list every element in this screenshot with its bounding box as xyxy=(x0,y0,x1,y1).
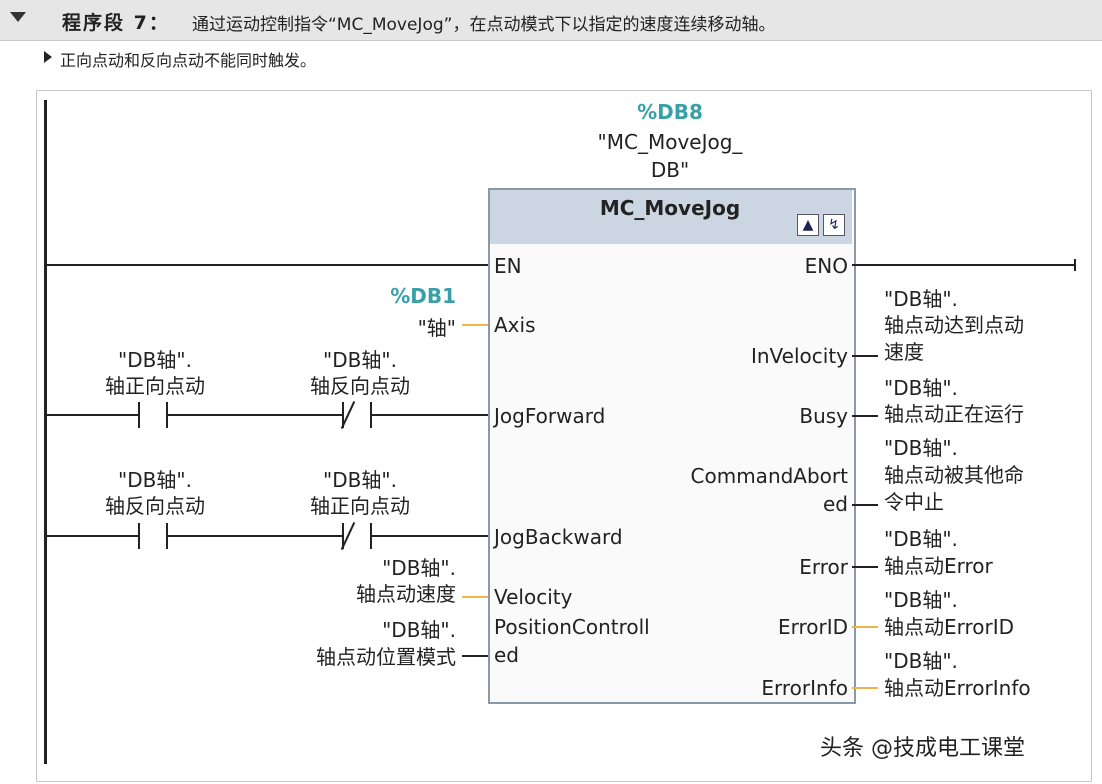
busy-param-line2: 轴点动正在运行 xyxy=(884,402,1024,426)
row2-contact-nc-label-line2: 轴正向点动 xyxy=(310,494,410,518)
instance-db-name-line1: "MC_MoveJog_ xyxy=(597,130,743,154)
eno-wire-end xyxy=(1074,259,1076,271)
posctrl-param-line1: "DB轴". xyxy=(382,618,456,642)
pin-velocity: Velocity xyxy=(494,585,573,609)
pin-eno: ENO xyxy=(804,254,848,278)
errorid-param-line1: "DB轴". xyxy=(884,588,958,612)
invelocity-param-line3: 速度 xyxy=(884,340,924,364)
abort-param-line1: "DB轴". xyxy=(884,436,958,460)
velocity-param-line2: 轴点动速度 xyxy=(356,582,456,606)
pin-busy: Busy xyxy=(799,404,848,428)
network-description: 通过运动控制指令“MC_MoveJog”，在点动模式下以指定的速度连续移动轴。 xyxy=(192,15,776,35)
posctrl-param-line2: 轴点动位置模式 xyxy=(316,645,456,669)
pin-en: EN xyxy=(494,254,522,278)
errorid-wire xyxy=(852,626,878,628)
pin-positioncontrolled-line2: ed xyxy=(494,643,519,667)
stethoscope-icon[interactable]: ↯ xyxy=(823,214,845,236)
pin-commandaborted-line1: CommandAbort xyxy=(690,464,848,488)
pin-axis: Axis xyxy=(494,313,536,337)
row1-wire-b xyxy=(168,414,342,416)
row1-contact-nc-label-line2: 轴反向点动 xyxy=(310,374,410,398)
function-block-header xyxy=(490,190,852,244)
error-wire xyxy=(852,566,878,568)
invelocity-param-line1: "DB轴". xyxy=(884,287,958,311)
row2-wire-a xyxy=(46,535,138,537)
errorinfo-param-line1: "DB轴". xyxy=(884,649,958,673)
invelocity-param-line2: 轴点动达到点动 xyxy=(884,313,1024,337)
pin-jogforward: JogForward xyxy=(494,404,606,428)
error-param-line1: "DB轴". xyxy=(884,527,958,551)
pin-error: Error xyxy=(799,555,848,579)
power-rail xyxy=(44,100,47,764)
row2-contact-no-label-line2: 轴反向点动 xyxy=(105,494,205,518)
pin-commandaborted-line2: ed xyxy=(823,492,848,516)
posctrl-wire xyxy=(462,655,488,657)
pin-errorid: ErrorID xyxy=(777,615,848,639)
row2-no-contact[interactable] xyxy=(138,523,168,549)
instance-db-address: %DB8 xyxy=(637,100,703,124)
expand-comment-icon[interactable] xyxy=(44,51,52,63)
pin-errorinfo: ErrorInfo xyxy=(761,676,848,700)
abort-param-line3: 令中止 xyxy=(884,490,944,514)
error-param-line2: 轴点动Error xyxy=(884,554,993,578)
pin-positioncontrolled-line1: PositionControll xyxy=(494,615,650,639)
commandaborted-wire xyxy=(852,504,878,506)
row2-contact-no-label-line1: "DB轴". xyxy=(118,468,192,492)
function-block[interactable] xyxy=(488,188,856,704)
network-header xyxy=(0,0,1102,41)
network-title: 程序段 7： xyxy=(62,12,170,34)
row1-contact-no-label-line2: 轴正向点动 xyxy=(105,374,205,398)
pin-jogbackward: JogBackward xyxy=(494,525,623,549)
lock-icon[interactable]: ▲ xyxy=(797,214,819,236)
row1-wire-c xyxy=(372,414,488,416)
watermark: 头条 @技成电工课堂 xyxy=(820,736,1025,761)
axis-db-name: "轴" xyxy=(417,316,456,340)
axis-wire xyxy=(462,324,488,326)
abort-param-line2: 轴点动被其他命 xyxy=(884,463,1024,487)
row1-contact-no-label-line1: "DB轴". xyxy=(118,348,192,372)
row2-contact-nc-label-line1: "DB轴". xyxy=(323,468,397,492)
velocity-param-line1: "DB轴". xyxy=(382,556,456,580)
row2-wire-b xyxy=(168,535,342,537)
row2-wire-c xyxy=(372,535,488,537)
collapse-triangle-icon[interactable] xyxy=(10,12,26,22)
axis-db-address: %DB1 xyxy=(390,284,456,308)
row1-wire-a xyxy=(46,414,138,416)
eno-wire xyxy=(852,264,1076,266)
busy-param-line1: "DB轴". xyxy=(884,376,958,400)
function-block-name: MC_MoveJog xyxy=(599,196,741,220)
velocity-wire xyxy=(462,596,488,598)
pin-invelocity: InVelocity xyxy=(750,344,848,368)
invelocity-wire xyxy=(852,355,878,357)
row1-nc-contact[interactable] xyxy=(340,400,372,430)
row1-contact-nc-label-line1: "DB轴". xyxy=(323,348,397,372)
errorid-param-line2: 轴点动ErrorID xyxy=(884,615,1015,639)
en-wire xyxy=(46,264,488,266)
network-comment: 正向点动和反向点动不能同时触发。 xyxy=(60,51,317,70)
errorinfo-wire xyxy=(852,687,878,689)
busy-wire xyxy=(852,415,878,417)
row1-no-contact[interactable] xyxy=(138,402,168,428)
errorinfo-param-line2: 轴点动ErrorInfo xyxy=(884,676,1031,700)
row2-nc-contact[interactable] xyxy=(340,521,372,551)
instance-db-name-line2: DB" xyxy=(650,158,690,182)
